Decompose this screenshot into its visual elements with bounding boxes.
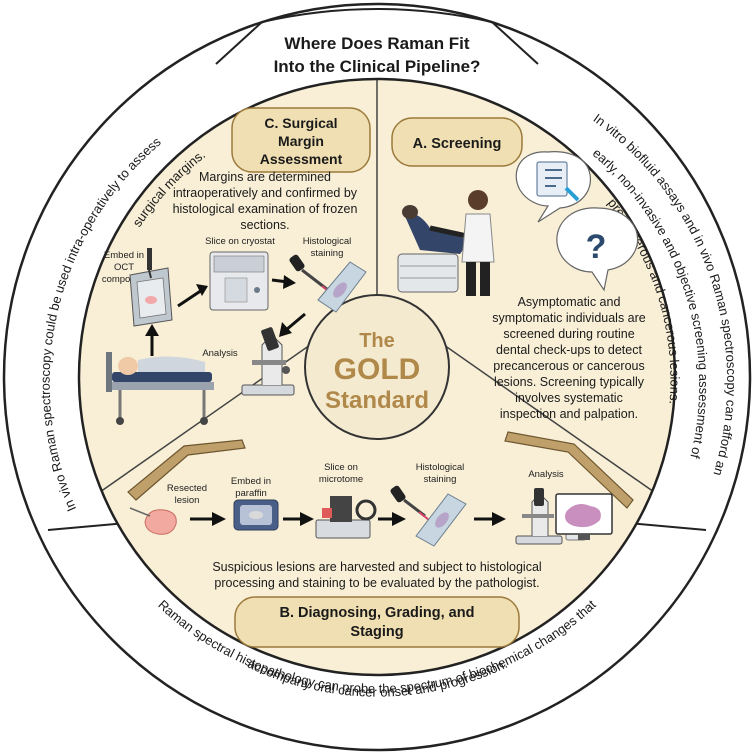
question-bubble-icon: ? (556, 207, 639, 292)
oct-mold-icon (129, 248, 173, 327)
screening-desc-5: precancerous or cancerous (493, 359, 644, 373)
center-the: The (359, 330, 395, 352)
screening-desc-2: symptomatic individuals are (492, 311, 646, 325)
microscope-icon (241, 327, 295, 396)
diagnosing-arm-left (127, 439, 246, 501)
center-gold: GOLD (334, 353, 421, 386)
section-screening: A. Screening ? Asy (391, 117, 646, 421)
surgical-heading-3: Assessment (260, 151, 343, 167)
cryostat-icon (209, 251, 269, 311)
surgical-step-cryostat: Slice on cryostat (205, 236, 275, 247)
checklist-bubble-icon (515, 151, 592, 223)
microtome-icon (315, 496, 377, 539)
diagnosing-heading-1: B. Diagnosing, Grading, and (280, 605, 475, 621)
surgical-desc-1: Margins are determined (199, 170, 331, 184)
surgical-heading-2: Margin (278, 133, 324, 149)
diagnosing-arrows (190, 512, 506, 526)
center-standard: Standard (325, 387, 429, 414)
surgical-step-analysis: Analysis (202, 348, 238, 359)
screening-desc-8: inspection and palpation. (500, 407, 638, 421)
diag-step-stain-2: staining (424, 474, 457, 485)
surgical-desc-2: intraoperatively and confirmed by (173, 186, 358, 200)
hospital-bed-icon (106, 352, 214, 425)
surgical-step-stain-2: staining (311, 248, 344, 259)
screening-heading: A. Screening (413, 136, 502, 152)
diag-step-resected-2: lesion (175, 495, 200, 506)
diagnosing-banner (234, 596, 520, 648)
diag-step-stain-1: Histological (416, 462, 465, 473)
screening-desc-1: Asymptomatic and (518, 295, 621, 309)
diagnosing-heading-2: Staging (350, 624, 403, 640)
screening-banner (391, 117, 523, 167)
section-diagnosing: Resected lesion Embed in paraffin Slice … (127, 431, 634, 648)
title-line-2: Into the Clinical Pipeline? (274, 57, 481, 76)
diagnosing-arm-right (504, 431, 634, 509)
surgical-desc-4: sections. (240, 218, 289, 232)
glass-slide-icon (415, 493, 467, 547)
glass-slide-icon (317, 261, 367, 313)
tissue-sample-icon (129, 507, 177, 535)
diagnosing-desc-2: processing and staining to be evaluated … (214, 576, 539, 590)
surgical-step-embed-1: Embed in (104, 250, 144, 261)
surgical-arrows (145, 275, 306, 356)
screening-desc-7: involves systematic (515, 391, 623, 405)
surgical-step-embed-3: compound (102, 274, 146, 285)
surgical-banner (231, 107, 371, 173)
surgical-desc-3: histological examination of frozen (173, 202, 358, 216)
svg-text:?: ? (586, 228, 607, 266)
diag-step-paraffin-2: paraffin (235, 488, 267, 499)
diag-step-resected-1: Resected (167, 483, 207, 494)
screening-desc-3: screened during routine (503, 327, 634, 341)
surgical-step-embed-2: OCT (114, 262, 134, 273)
diagnosing-desc-1: Suspicious lesions are harvested and sub… (212, 560, 541, 574)
surgical-step-stain-1: Histological (303, 236, 352, 247)
diag-step-paraffin-1: Embed in (231, 476, 271, 487)
diag-step-analysis: Analysis (528, 469, 564, 480)
center-circle (304, 294, 450, 440)
computer-monitor-icon (555, 493, 613, 540)
diag-step-microtome-1: Slice on (324, 462, 358, 473)
surgical-heading-1: C. Surgical (264, 115, 337, 131)
pipette-icon (390, 485, 430, 521)
paraffin-block-icon (233, 499, 279, 531)
screening-desc-4: dental check-ups to detect (496, 343, 642, 357)
section-surgical: C. Surgical Margin Assessment Margins ar… (102, 107, 371, 425)
doctor-icon (461, 190, 495, 296)
screening-desc-6: lesions. Screening typically (494, 375, 645, 389)
diag-step-microtome-2: microtome (319, 474, 363, 485)
title-line-1: Where Does Raman Fit (284, 34, 469, 53)
